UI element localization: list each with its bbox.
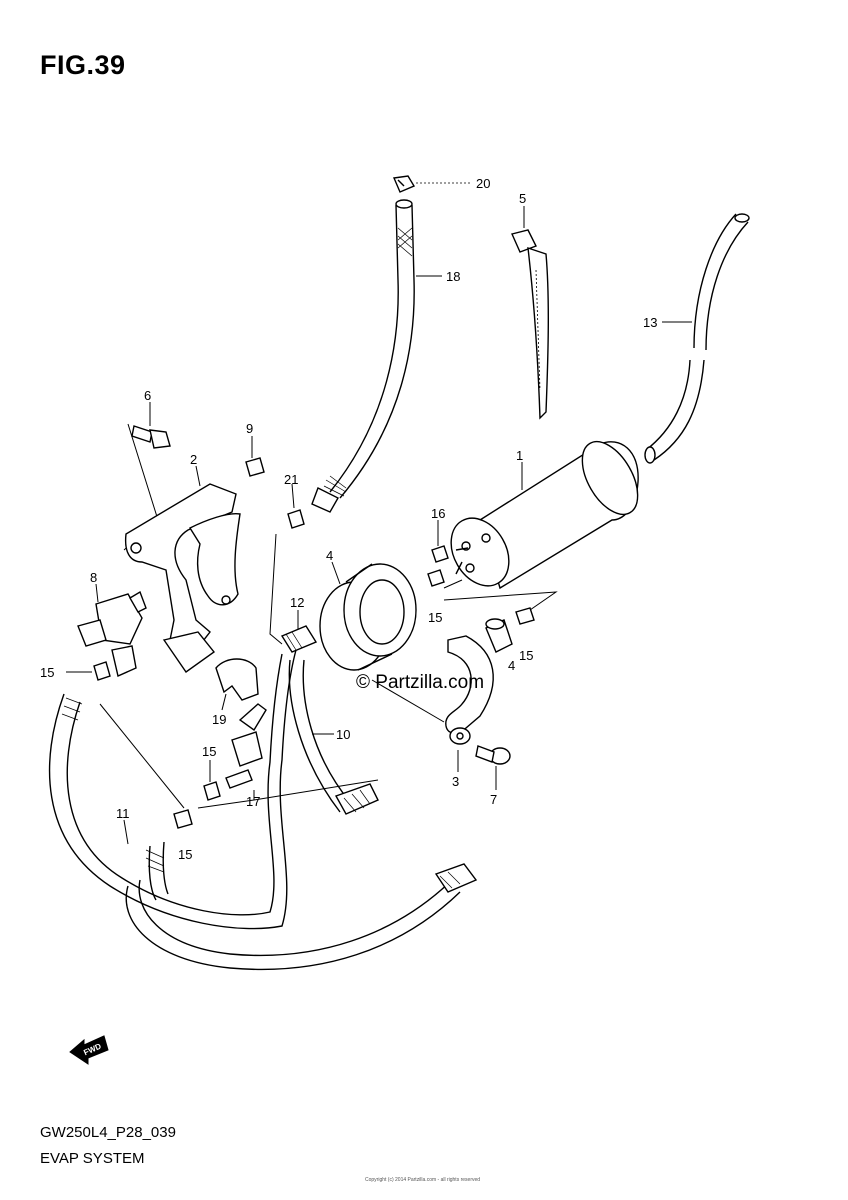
callout-16: 16 (431, 506, 445, 521)
callout-15-canister: 15 (428, 610, 442, 625)
callout-8: 8 (90, 570, 97, 585)
part-15-clamp-left[interactable] (93, 661, 111, 681)
callout-3: 3 (452, 774, 459, 789)
diagram-name: EVAP SYSTEM (40, 1150, 145, 1167)
callout-7: 7 (490, 792, 497, 807)
callout-15-left: 15 (40, 665, 54, 680)
callout-20: 20 (476, 176, 490, 191)
callout-21: 21 (284, 472, 298, 487)
callout-4-cap: 4 (508, 658, 515, 673)
part-8-valve[interactable] (77, 590, 147, 677)
callout-13: 13 (643, 315, 657, 330)
part-1-canister[interactable] (439, 432, 649, 596)
part-4-mount[interactable] (319, 563, 417, 671)
part-11-hose[interactable] (48, 649, 478, 971)
part-9-nut[interactable] (245, 457, 265, 477)
callout-17: 17 (246, 794, 260, 809)
part-15-clamp-lower[interactable] (203, 781, 221, 801)
part-7-bolt[interactable] (475, 745, 511, 765)
part-5-cable-tie[interactable] (511, 229, 549, 420)
part-2-bracket[interactable] (124, 483, 241, 673)
callout-10: 10 (336, 727, 350, 742)
callout-6: 6 (144, 388, 151, 403)
callout-1: 1 (516, 448, 523, 463)
callout-4: 4 (326, 548, 333, 563)
callout-15-bottom: 15 (178, 847, 192, 862)
fwd-arrow-icon: FWD (69, 1035, 109, 1065)
callout-18: 18 (446, 269, 460, 284)
part-12-joint[interactable] (280, 625, 318, 653)
part-19-clip[interactable] (215, 658, 259, 701)
callout-15-lower: 15 (202, 744, 216, 759)
part-21-clip[interactable] (287, 509, 305, 529)
part-10-hose[interactable] (288, 659, 379, 815)
part-17-joint[interactable] (225, 703, 267, 789)
part-3-strap[interactable] (445, 635, 494, 745)
part-16-clamp[interactable] (431, 545, 449, 563)
watermark: © Partzilla.com (356, 672, 484, 693)
part-15-clamp-right[interactable] (515, 607, 535, 625)
part-15-clamp-bottom[interactable] (173, 809, 193, 829)
callout-12: 12 (290, 595, 304, 610)
callout-11: 11 (116, 806, 130, 821)
part-6-bolt[interactable] (131, 425, 171, 449)
figure-title: FIG.39 (40, 50, 126, 80)
callout-5: 5 (519, 191, 526, 206)
copyright-fine-print: Copyright (c) 2014 Partzilla.com - all r… (365, 1177, 481, 1183)
diagram-code: GW250L4_P28_039 (40, 1124, 176, 1141)
callout-2: 2 (190, 452, 197, 467)
part-18-hose[interactable] (311, 199, 415, 513)
callout-19: 19 (212, 712, 226, 727)
part-4-cap[interactable] (485, 618, 513, 653)
callout-15-right: 15 (519, 648, 533, 663)
part-20-clamp[interactable] (392, 175, 416, 193)
part-15-clamp-canister[interactable] (427, 569, 445, 587)
part-13-hose[interactable] (644, 213, 750, 464)
callout-9: 9 (246, 421, 253, 436)
